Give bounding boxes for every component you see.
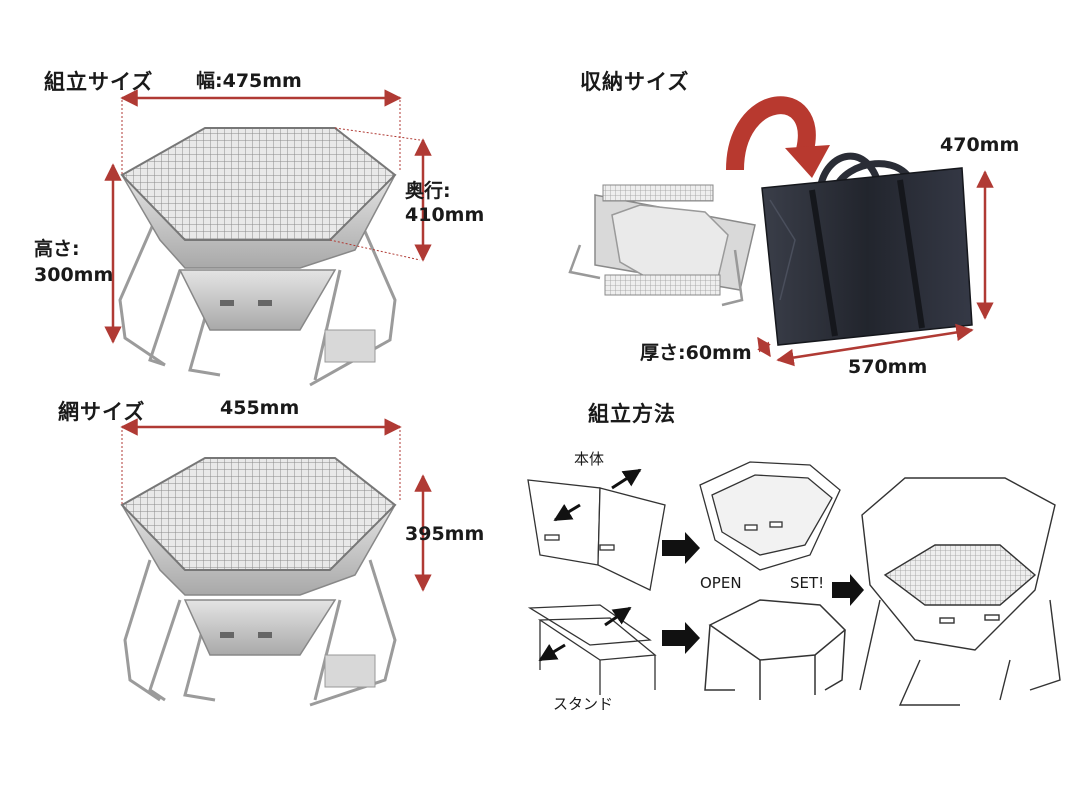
stand-label: スタンド <box>553 695 614 713</box>
net-depth-label: 395mm <box>405 523 485 545</box>
assembly-step-body-open <box>699 461 841 571</box>
net-width-label: 455mm <box>220 397 300 419</box>
bag-width-arrow <box>776 323 974 367</box>
bag-thickness-arrow <box>757 336 771 358</box>
curved-arrow-icon <box>726 96 816 171</box>
bag-width-label: 570mm <box>848 356 928 378</box>
step-arrow-icon <box>662 622 700 654</box>
folded-grill-image <box>568 184 756 307</box>
open-label: OPEN <box>700 574 742 592</box>
storage-size-heading: 収納サイズ <box>580 70 690 94</box>
bag-height-label: 470mm <box>940 134 1020 156</box>
assembled-depth-value: 410mm <box>405 204 485 226</box>
set-label: SET! <box>790 574 825 592</box>
assembled-depth-label: 奥行: <box>405 180 451 202</box>
assembled-width-label: 幅:475mm <box>196 70 302 92</box>
step-arrow-icon <box>832 574 864 606</box>
grill-net-image <box>120 457 397 707</box>
net-size-heading: 網サイズ <box>58 400 146 424</box>
assembled-grill-image <box>118 127 397 387</box>
step-arrow-icon <box>662 532 700 564</box>
body-label: 本体 <box>574 450 605 468</box>
storage-bag-image <box>761 152 973 346</box>
assembled-size-heading: 組立サイズ <box>44 70 154 94</box>
assembly-step-complete <box>859 477 1061 706</box>
assembled-height-label: 高さ: <box>34 238 80 260</box>
bag-thickness-label: 厚さ:60mm <box>640 342 752 364</box>
assembly-step-body-folded <box>527 479 666 591</box>
assembled-height-value: 300mm <box>34 264 114 286</box>
assembly-method-heading: 組立方法 <box>588 402 676 426</box>
assembly-step-stand-folded <box>527 604 657 695</box>
assembly-step-stand-open <box>704 599 847 700</box>
